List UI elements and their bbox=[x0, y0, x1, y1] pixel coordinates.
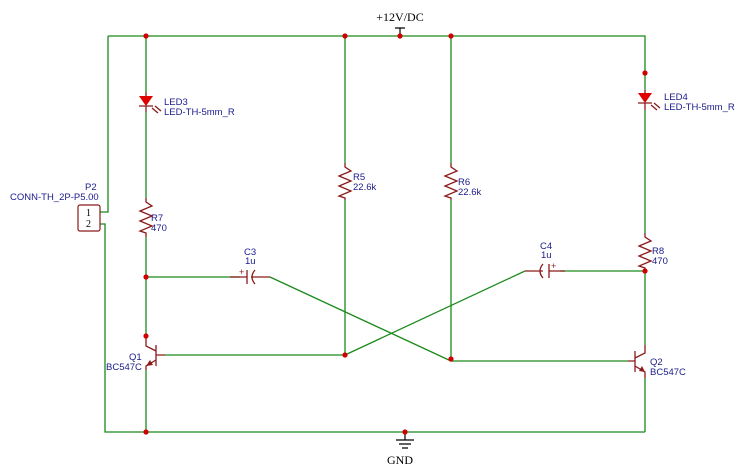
c4-ref: C4 bbox=[540, 241, 552, 252]
led4-value: LED-TH-5mm_R bbox=[664, 102, 735, 113]
q2-icon bbox=[628, 345, 646, 378]
r5-icon bbox=[337, 163, 353, 200]
r6-value: 22.6k bbox=[458, 187, 481, 198]
led4-icon bbox=[638, 90, 661, 111]
connector-p2 bbox=[77, 204, 101, 232]
q1-ref: Q1 bbox=[129, 352, 142, 363]
q2-value: BC547C bbox=[650, 367, 686, 378]
c4-value: 1u bbox=[541, 250, 552, 261]
r5-ref: R5 bbox=[353, 172, 365, 183]
c4-icon bbox=[525, 263, 565, 279]
c3-icon bbox=[230, 269, 270, 285]
p2-pin2: 2 bbox=[86, 219, 91, 230]
led3-icon bbox=[139, 92, 162, 114]
gnd-symbol bbox=[396, 432, 414, 449]
p2-value: CONN-TH_2P-P5.00 bbox=[10, 192, 99, 203]
q1-value: BC547C bbox=[106, 362, 142, 373]
p2-pin1: 1 bbox=[86, 208, 91, 219]
r8-icon bbox=[637, 233, 653, 270]
led4-ref: LED4 bbox=[664, 92, 688, 103]
r6-ref: R6 bbox=[458, 177, 470, 188]
q2-ref: Q2 bbox=[650, 357, 663, 368]
gnd-label: GND bbox=[387, 453, 413, 467]
p2-ref: P2 bbox=[85, 182, 97, 193]
r8-ref: R8 bbox=[652, 246, 664, 257]
c3-value: 1u bbox=[245, 256, 256, 267]
wires bbox=[100, 35, 646, 433]
r8-value: 470 bbox=[652, 256, 668, 267]
r6-icon bbox=[443, 163, 459, 200]
c3-plus: + bbox=[239, 267, 244, 277]
c3-ref: C3 bbox=[244, 247, 256, 258]
r7-ref: R7 bbox=[151, 213, 163, 224]
led3-value: LED-TH-5mm_R bbox=[164, 107, 235, 118]
junction-dots bbox=[143, 33, 648, 435]
r7-icon bbox=[138, 198, 154, 237]
led3-ref: LED3 bbox=[164, 97, 188, 108]
q1-icon bbox=[145, 336, 165, 370]
r5-value: 22.6k bbox=[353, 182, 376, 193]
vcc-label: +12V/DC bbox=[376, 10, 423, 24]
r7-value: 470 bbox=[151, 223, 167, 234]
c4-plus: + bbox=[551, 261, 556, 271]
